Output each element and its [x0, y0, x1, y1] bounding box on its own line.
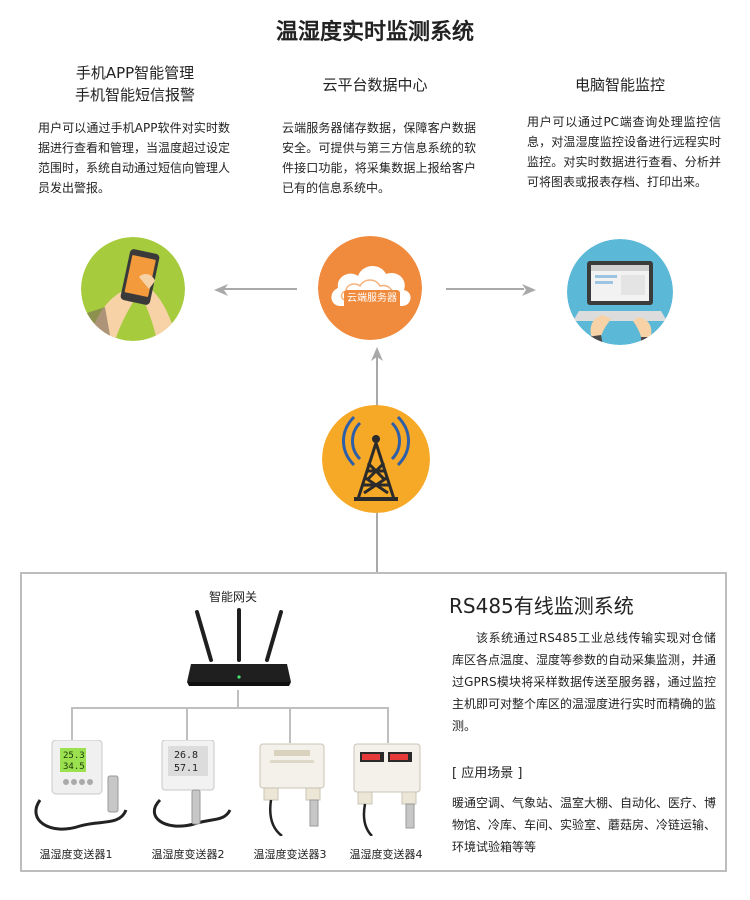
- device-2-reading-1: 26.8: [174, 750, 198, 761]
- device-1-reading-1: 25.3: [63, 751, 85, 761]
- arrow-head-right-icon: [522, 282, 536, 301]
- rs485-description: 该系统通过RS485工业总线传输实现对仓储库区各点温度、湿度等参数的自动采集监测…: [452, 631, 717, 733]
- cloud-description: 云端服务器储存数据，保障客户数据安全。可提供与第三方信息系统的软件接口功能，将采…: [282, 121, 476, 195]
- pc-title: 电脑智能监控: [574, 76, 665, 94]
- application-heading: [ 应用场景 ]: [452, 766, 523, 781]
- arrow-to-pc: [446, 288, 524, 290]
- device-2-image: 26.8 57.1: [140, 739, 240, 840]
- gateway-label: 智能网关: [209, 590, 258, 604]
- tree-bus: [71, 707, 389, 709]
- pc-description: 用户可以通过PC端查询处理监控信息，对温湿度监控设备进行远程实时监控。对实时数据…: [527, 115, 721, 189]
- device-1-reading-2: 34.5: [63, 762, 85, 772]
- device-2-reading-2: 57.1: [174, 763, 198, 774]
- device-2-label: 温湿度变送器2: [151, 848, 225, 861]
- device-1-image: 25.3 34.5: [30, 739, 130, 840]
- cloud-title: 云平台数据中心: [322, 76, 428, 94]
- device-3-label: 温湿度变送器3: [253, 848, 327, 861]
- device-3-image: [244, 740, 344, 840]
- cloud-badge: 云端服务器: [347, 293, 397, 304]
- mobile-title: 手机APP智能管理 手机智能短信报警: [40, 62, 230, 106]
- mobile-description: 用户可以通过手机APP软件对实时数据进行查看和管理，当温度超过设定范围时，系统自…: [38, 121, 231, 195]
- tree-trunk: [237, 690, 239, 708]
- tree-drop-3: [289, 707, 291, 743]
- device-4-image: [340, 740, 440, 840]
- signal-tower-icon: [322, 405, 430, 513]
- tree-drop-4: [387, 707, 389, 743]
- arrow-to-cloud: [376, 352, 378, 408]
- tree-drop-1: [71, 707, 73, 743]
- connector-line: [376, 513, 378, 573]
- mobile-title-line1: 手机APP智能管理: [75, 64, 195, 82]
- tree-drop-2: [186, 707, 188, 743]
- arrow-head-left-icon: [214, 282, 228, 301]
- application-list: 暖通空调、气象站、温室大棚、自动化、医疗、博物馆、冷库、车间、实验室、蘑菇房、冷…: [452, 796, 717, 854]
- mobile-title-line2: 手机智能短信报警: [74, 86, 195, 104]
- arrow-head-up-icon: [370, 346, 384, 365]
- device-4-label: 温湿度变送器4: [349, 848, 423, 861]
- arrow-to-mobile: [222, 288, 297, 290]
- mobile-app-icon: [81, 237, 185, 341]
- device-1-label: 温湿度变送器1: [39, 848, 113, 861]
- rs485-title: RS485有线监测系统: [449, 594, 634, 618]
- cloud-server-icon: 云端服务器: [318, 236, 422, 340]
- pc-monitor-icon: [567, 239, 673, 345]
- rs485-panel: [20, 572, 727, 872]
- router-icon: [183, 608, 295, 694]
- page-title: 温湿度实时监测系统: [275, 20, 474, 45]
